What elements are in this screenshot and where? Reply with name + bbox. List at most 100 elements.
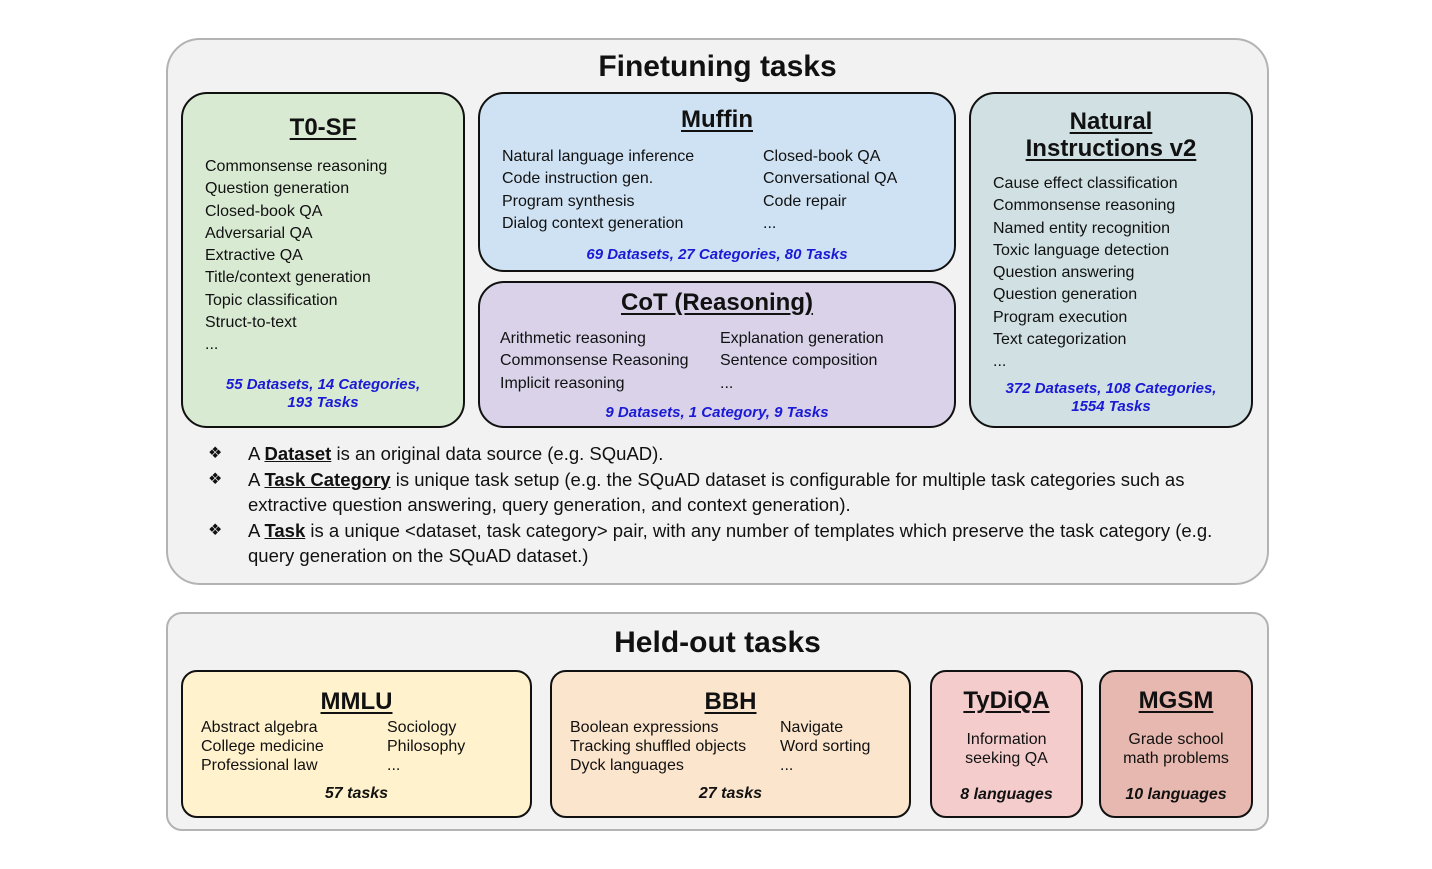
definition-text: is a unique <dataset, task category> pai… (248, 519, 1213, 567)
list-item: Abstract algebra (201, 719, 318, 736)
list-item: Question answering (993, 264, 1135, 282)
t0sf-title: T0-SF (289, 114, 357, 141)
list-item: Implicit reasoning (500, 374, 625, 392)
definition-prefix: A (248, 519, 265, 541)
list-item: Explanation generation (720, 330, 884, 347)
definition-prefix: A (248, 443, 265, 464)
list-item: Professional law (201, 757, 318, 774)
term-dataset: Dataset (264, 443, 332, 464)
t0sf-list: Commonsense reasoning Question generatio… (205, 156, 387, 357)
list-item: ... (780, 757, 794, 774)
definition-prefix: A (248, 468, 265, 490)
list-item: Philosophy (387, 738, 466, 755)
tydiqa-box: TyDiQA Information seeking QA 8 language… (930, 670, 1083, 818)
list-item: Sentence composition (720, 352, 878, 370)
bbh-box: BBH Boolean expressions Tracking shuffle… (550, 670, 911, 818)
cot-stat: 9 Datasets, 1 Category, 9 Tasks (605, 404, 829, 421)
list-item: Word sorting (780, 738, 871, 755)
t0sf-box: T0-SF Commonsense reasoning Question gen… (181, 92, 465, 428)
list-item: Arithmetic reasoning (500, 330, 646, 347)
niv2-box: Natural Instructions v2 Cause effect cla… (969, 92, 1253, 428)
term-task: Task (264, 519, 306, 541)
term-task-category: Task Category (264, 468, 391, 490)
muffin-stat: 69 Datasets, 27 Categories, 80 Tasks (586, 246, 848, 263)
list-item: Extractive QA (205, 247, 303, 265)
list-item: Named entity recognition (993, 219, 1170, 237)
mmlu-title: MMLU (320, 688, 393, 715)
muffin-col1: Natural language inference Code instruct… (502, 146, 694, 235)
muffin-col2: Closed-book QA Conversational QA Code re… (763, 146, 897, 235)
definition-text: is unique task setup (e.g. the SQuAD dat… (248, 468, 1185, 516)
list-item: Program execution (993, 308, 1128, 326)
muffin-box: Muffin Natural language inference Code i… (478, 92, 956, 272)
finetuning-title: Finetuning tasks (598, 50, 837, 83)
niv2-title-line1: Natural (1069, 108, 1153, 135)
cot-box: CoT (Reasoning) Arithmetic reasoning Com… (478, 281, 956, 428)
list-item: Cause effect classification (993, 175, 1178, 192)
cot-title: CoT (Reasoning) (621, 289, 813, 316)
tydiqa-desc-line1: Information (966, 731, 1047, 748)
t0sf-stat-line2: 193 Tasks (287, 394, 359, 411)
definition-task-category: ❖ A Task Category is unique task setup (e… (208, 467, 1218, 518)
cot-col2: Explanation generation Sentence composit… (720, 328, 884, 395)
list-item: ... (993, 353, 1007, 371)
list-item: Navigate (780, 719, 844, 736)
list-item: Commonsense Reasoning (500, 352, 689, 370)
list-item: Code repair (763, 192, 847, 210)
diamond-bullet-icon: ❖ (208, 521, 223, 539)
niv2-stat-line1: 372 Datasets, 108 Categories, (1005, 380, 1217, 397)
diamond-bullet-icon: ❖ (208, 470, 223, 488)
mmlu-col2: Sociology Philosophy ... (387, 718, 465, 775)
mgsm-title: MGSM (1138, 687, 1214, 714)
t0sf-stat-line1: 55 Datasets, 14 Categories, (225, 376, 421, 393)
list-item: Commonsense reasoning (993, 197, 1176, 215)
mgsm-desc-line1: Grade school (1128, 731, 1224, 748)
mgsm-box: MGSM Grade school math problems 10 langu… (1099, 670, 1253, 818)
list-item: Title/context generation (205, 269, 371, 287)
list-item: Dialog context generation (502, 214, 684, 232)
mgsm-stat: 10 languages (1125, 786, 1227, 803)
mgsm-desc-line2: math problems (1123, 750, 1229, 767)
list-item: ... (763, 214, 777, 232)
list-item: Adversarial QA (205, 224, 313, 242)
list-item: College medicine (201, 738, 324, 755)
list-item: Text categorization (993, 331, 1127, 349)
list-item: ... (387, 757, 401, 774)
bbh-stat: 27 tasks (698, 785, 763, 802)
niv2-list: Cause effect classification Commonsense … (993, 173, 1178, 374)
list-item: Question generation (205, 180, 350, 198)
definition-task: ❖ A Task is a unique <dataset, task categ… (208, 518, 1218, 569)
list-item: Closed-book QA (763, 148, 881, 165)
list-item: Program synthesis (502, 192, 635, 210)
list-item: Boolean expressions (570, 719, 719, 736)
tydiqa-title: TyDiQA (963, 687, 1050, 714)
bbh-col2: Navigate Word sorting ... (780, 718, 870, 775)
mmlu-stat: 57 tasks (324, 785, 389, 802)
bbh-title: BBH (704, 688, 757, 715)
list-item: ... (720, 374, 734, 392)
list-item: Conversational QA (763, 170, 898, 188)
list-item: Sociology (387, 719, 457, 736)
tydiqa-stat: 8 languages (960, 786, 1053, 803)
list-item: Natural language inference (502, 148, 695, 165)
list-item: Question generation (993, 286, 1138, 304)
definition-dataset: ❖ A Dataset is an original data source (e… (208, 441, 1218, 467)
list-item: Code instruction gen. (502, 170, 654, 188)
diamond-bullet-icon: ❖ (208, 445, 223, 462)
list-item: Closed-book QA (205, 202, 323, 220)
definition-text: is an original data source (e.g. SQuAD). (331, 443, 664, 464)
list-item: ... (205, 336, 219, 354)
mmlu-col1: Abstract algebra College medicine Profes… (201, 718, 324, 775)
heldout-title: Held-out tasks (614, 626, 821, 659)
mmlu-box: MMLU Abstract algebra College medicine P… (181, 670, 532, 818)
tydiqa-desc-line2: seeking QA (965, 750, 1048, 767)
list-item: Struct-to-text (205, 314, 297, 332)
niv2-stat-line2: 1554 Tasks (1071, 398, 1151, 415)
definitions-list: ❖ A Dataset is an original data source (e… (208, 441, 1218, 569)
list-item: Topic classification (205, 291, 338, 309)
cot-col1: Arithmetic reasoning Commonsense Reasoni… (500, 328, 689, 395)
list-item: Tracking shuffled objects (570, 738, 747, 755)
list-item: Commonsense reasoning (205, 158, 388, 175)
niv2-title-line2: Instructions v2 (1025, 135, 1197, 162)
list-item: Dyck languages (570, 757, 684, 774)
